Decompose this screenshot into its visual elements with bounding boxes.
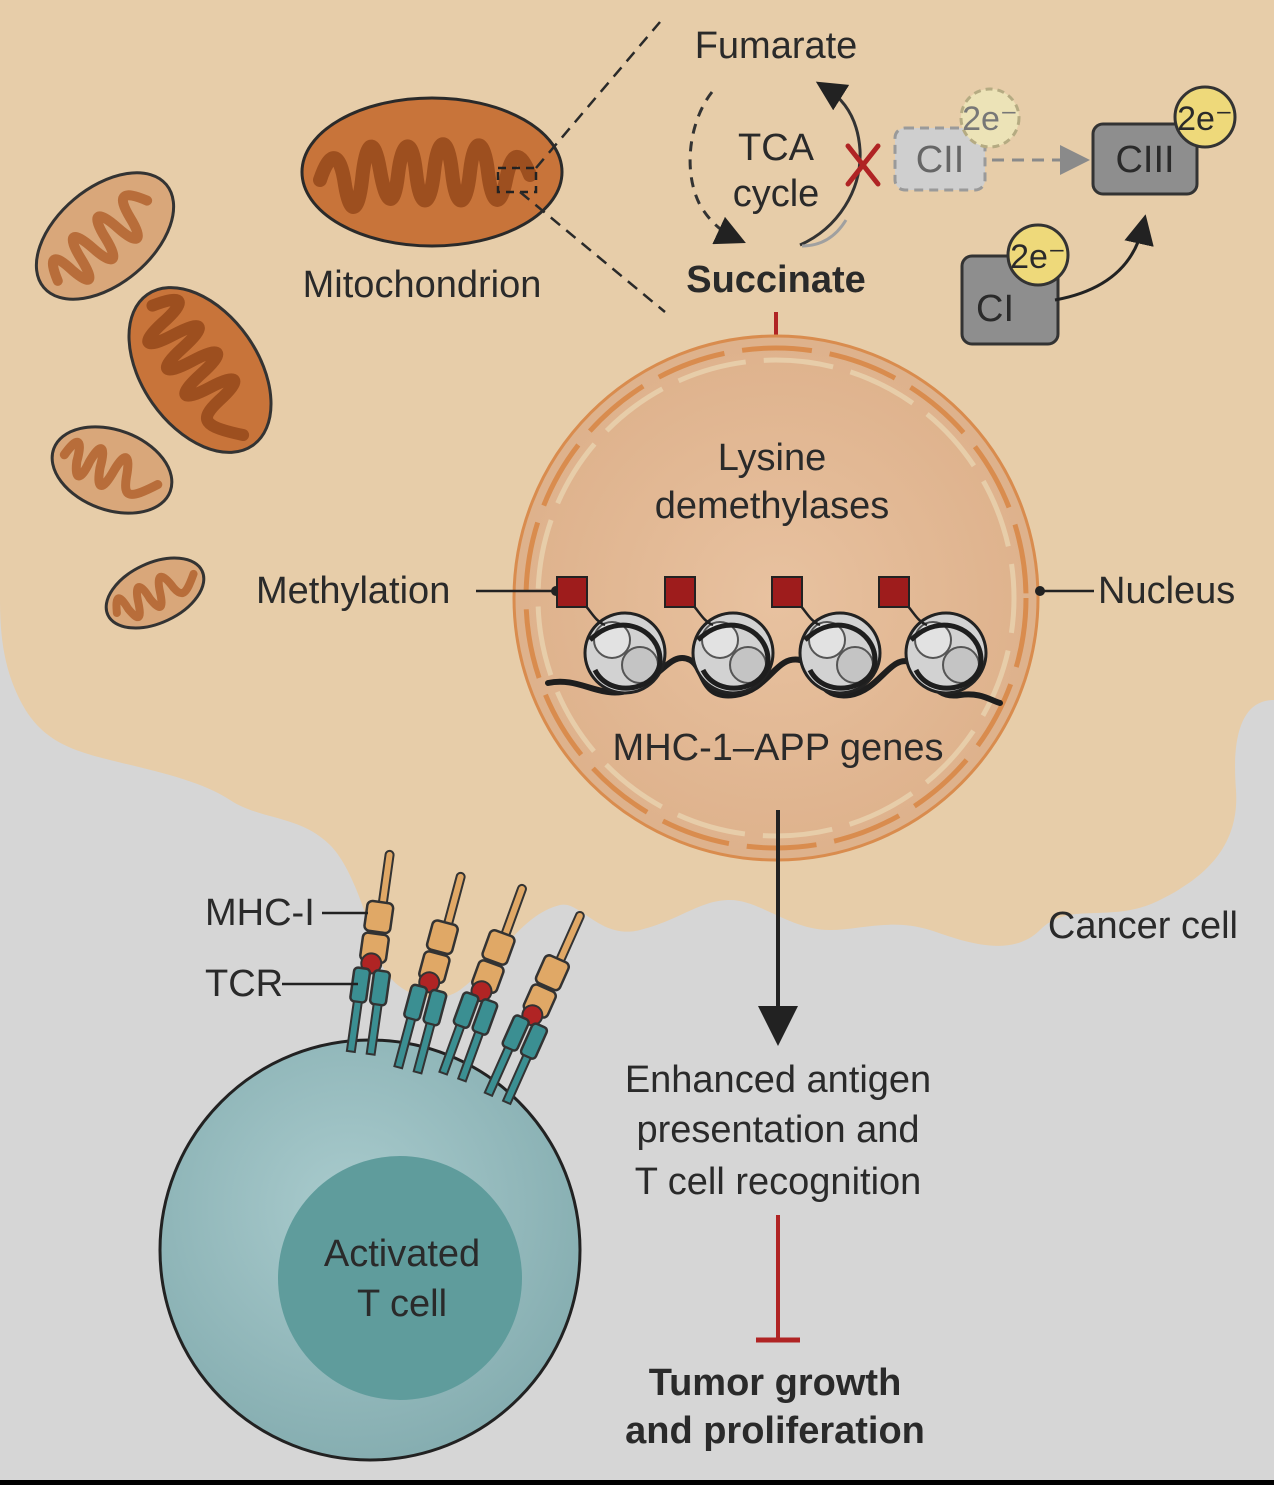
complex-i: CI 2e⁻ xyxy=(960,223,1070,346)
receptor-complex-4 xyxy=(483,910,585,1106)
small-mitochondrion-2 xyxy=(127,286,273,454)
nucleosome-4 xyxy=(904,611,988,695)
receptor-complex-1 xyxy=(345,849,395,1056)
small-mitochondrion-4 xyxy=(104,556,206,630)
t-cell: Activated T cell xyxy=(158,1038,582,1462)
label-tumor-1: Tumor growth xyxy=(649,1362,902,1404)
zoom-line-top xyxy=(535,21,661,169)
label-tumor-2: and proliferation xyxy=(625,1410,925,1452)
tumor-inhibition xyxy=(756,1215,800,1343)
label-mitochondrion: Mitochondrion xyxy=(303,264,542,306)
main-mitochondrion xyxy=(300,96,564,248)
label-lysine: Lysine xyxy=(718,437,826,479)
label-mhc: MHC-I xyxy=(205,892,315,934)
ci-to-ciii-arrow xyxy=(1054,214,1154,302)
label-outcome-2: presentation and xyxy=(636,1109,919,1151)
nucleosome-2 xyxy=(691,611,775,695)
label-tcell-1: Activated xyxy=(324,1233,480,1275)
label-nucleus: Nucleus xyxy=(1098,570,1235,612)
methyl-mark-1 xyxy=(556,576,606,627)
small-mitochondrion-3 xyxy=(50,425,174,515)
methyl-mark-3 xyxy=(771,576,821,627)
label-ci-electrons: 2e⁻ xyxy=(1010,238,1066,276)
complex-ii: CII 2e⁻ xyxy=(893,87,1021,192)
nucleosome-3 xyxy=(798,611,882,695)
label-cii-electrons: 2e⁻ xyxy=(962,100,1018,138)
nucleus-pointer-dot xyxy=(1035,586,1045,596)
receptor-complex-3 xyxy=(438,883,527,1083)
methyl-mark-4 xyxy=(878,576,928,627)
label-tcr: TCR xyxy=(205,963,283,1005)
label-ci: CI xyxy=(976,288,1014,330)
mitochondria xyxy=(34,96,564,630)
label-fumarate: Fumarate xyxy=(695,25,858,67)
receptor-complexes xyxy=(345,849,585,1106)
small-mitochondrion-1 xyxy=(34,171,176,301)
inhibition-x-icon xyxy=(845,143,881,187)
label-demethylases: demethylases xyxy=(655,485,889,527)
receptor-complex-2 xyxy=(393,871,466,1075)
label-cii: CII xyxy=(916,139,965,181)
complex-iii: CIII 2e⁻ xyxy=(1091,85,1237,196)
label-tcell-2: T cell xyxy=(357,1283,447,1325)
label-outcome-1: Enhanced antigen xyxy=(625,1059,931,1101)
label-ciii: CIII xyxy=(1115,139,1174,181)
zoom-line-bottom xyxy=(519,191,666,313)
label-cancer-cell: Cancer cell xyxy=(1048,905,1238,947)
chromatin xyxy=(545,576,1003,706)
tca-cycle xyxy=(688,81,862,248)
methyl-mark-2 xyxy=(664,576,714,627)
label-tca: TCA xyxy=(738,127,815,169)
label-succinate: Succinate xyxy=(686,259,866,301)
label-methylation: Methylation xyxy=(256,570,450,612)
nucleosome-1 xyxy=(583,611,667,695)
label-genes: MHC-1–APP genes xyxy=(613,727,944,769)
label-cycle: cycle xyxy=(733,173,820,215)
label-ciii-electrons: 2e⁻ xyxy=(1177,100,1233,138)
label-outcome-3: T cell recognition xyxy=(635,1161,922,1203)
